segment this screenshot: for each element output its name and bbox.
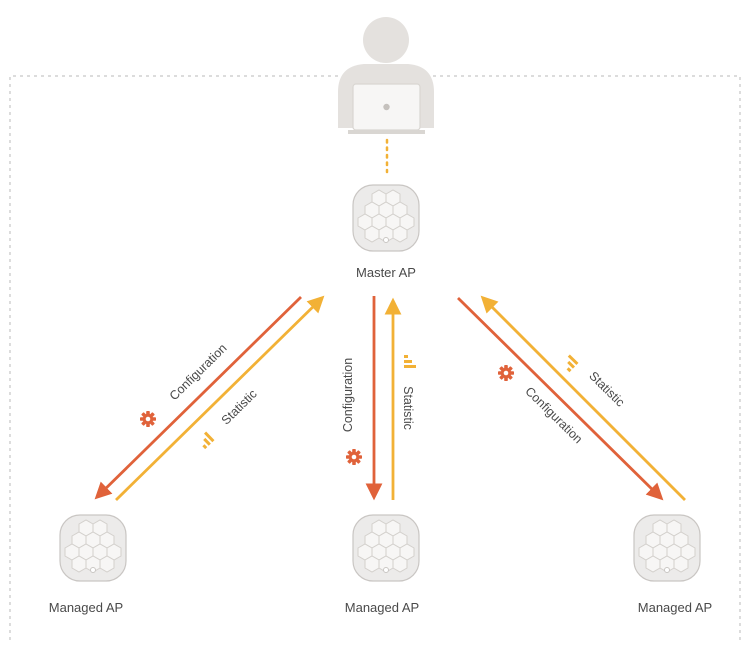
statistic-arrow-right (480, 295, 686, 501)
managed-ap-left: Managed AP (49, 514, 127, 615)
master-ap: Master AP (352, 184, 420, 280)
signal-bars-icon (560, 354, 579, 373)
gear-icon (346, 449, 362, 465)
master-ap-label: Master AP (356, 265, 416, 280)
configuration-arrow-right (457, 297, 664, 501)
signal-bars-icon (404, 355, 416, 368)
configuration-label-left: Configuration (167, 341, 230, 403)
statistic-label-right: Statistic (586, 369, 627, 410)
signal-bars-icon (196, 431, 215, 450)
managed-ap-center: Managed AP (345, 514, 420, 615)
statistic-label-center: Statistic (401, 386, 415, 430)
configuration-arrow-left (94, 296, 302, 500)
dashed-frame (9, 75, 741, 640)
configuration-label-center: Configuration (341, 358, 355, 432)
managed-ap-right-label: Managed AP (638, 600, 712, 615)
gear-icon (140, 411, 156, 427)
statistic-arrow-left (115, 295, 325, 501)
managed-ap-center-label: Managed AP (345, 600, 419, 615)
gear-icon (498, 365, 514, 381)
person-with-laptop-icon (338, 17, 434, 134)
managed-ap-left-label: Managed AP (49, 600, 123, 615)
managed-ap-right: Managed AP (633, 514, 712, 615)
